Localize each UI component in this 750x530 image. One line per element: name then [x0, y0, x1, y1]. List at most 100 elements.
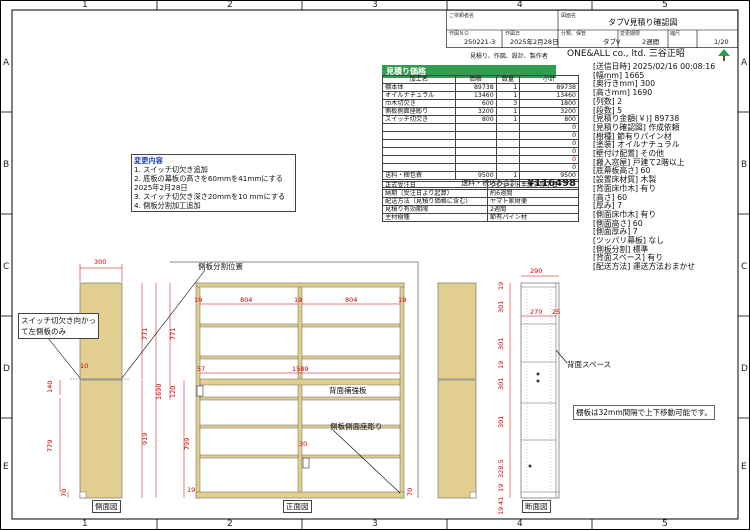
section-301c-dim: 301 [497, 378, 505, 390]
front-center-divider [297, 282, 303, 499]
spec-item: [底幕板高さ] 60 [593, 166, 651, 176]
shelf [301, 396, 401, 401]
title-block-lines [446, 10, 738, 48]
spec-item: [配送方法] 運送方法おまかせ [593, 262, 696, 272]
spec-item: [壁付け配置] その他 [593, 149, 664, 159]
side-low-dim: 779 [46, 440, 54, 452]
front-120-dim: 120 [169, 386, 177, 398]
category-label: 分類、保管 [561, 31, 587, 37]
spec-item: [側板分割] 標準 [593, 244, 649, 254]
grid-row-b-right: B [741, 160, 748, 170]
section-view: 290 270 25 19 301 301 19 301 301 328.5 1… [497, 267, 560, 515]
spec-item: [幅mm] 1665 [593, 70, 645, 80]
side-view: 300 1690 771 919 140 779 10 70 [46, 258, 163, 499]
section-25-dim: 25 [552, 308, 560, 316]
front-70-dim: 70 [406, 488, 414, 496]
front-19b-dim: 19 [294, 296, 302, 304]
section-view-label: 断面図 [522, 500, 551, 513]
shelf [199, 396, 299, 401]
grid-row-b: B [3, 160, 10, 170]
section-301a-dim: 301 [497, 301, 505, 313]
switch-note: スイッチ切欠き向かっ て左側板のみ [18, 313, 99, 339]
cell: 節有パイン材 [487, 213, 579, 222]
switch-cutout [196, 385, 204, 397]
scale: 1/20 [714, 38, 729, 46]
grid-row-c: C [3, 262, 10, 272]
front-19d-dim: 19 [187, 486, 195, 494]
order-no-label: 作図ＮＯ [449, 31, 470, 37]
section-outline [520, 282, 560, 499]
shelf [199, 424, 299, 429]
spec-item: [ツッパリ幕板] なし [593, 236, 664, 246]
section-270-dim: 270 [530, 308, 542, 316]
right-side-panel-lower [437, 379, 477, 499]
spec-item: [見積り金額(￥)] 89738 [593, 114, 680, 124]
change-item: 4. 側板分割加工追加 [134, 201, 201, 210]
spec-item: [背面スペース] 有り [593, 253, 664, 263]
customer-label: ご依頼者名 [449, 13, 475, 19]
front-view: 19 804 19 804 19 1589 57 771 120 799 30 … [169, 261, 477, 499]
change-item: 1. スイッチ切欠き追加 [134, 165, 208, 174]
section-328-dim: 328.5 [497, 459, 505, 478]
side-groove-label: 側板側面座彫り [330, 422, 383, 431]
company-name: ONE&ALL co., ltd. 三谷正昭 [567, 49, 685, 59]
shelf [199, 323, 299, 328]
drawing-name: タブV見積り確認図 [608, 18, 678, 27]
front-804b-dim: 804 [345, 296, 357, 304]
grid-row-d: D [3, 364, 10, 374]
grid-row-a-right: A [741, 58, 748, 68]
shelf [199, 454, 299, 459]
back-rail-label: 背面補強板 [329, 385, 367, 396]
spec-list: [送信日時] 2025/02/16 00:08:16 [幅mm] 1665 [奥… [593, 62, 716, 272]
date-label: 作図日 [505, 31, 521, 37]
spec-item: [高さmm] 1690 [593, 88, 653, 98]
category: タブV [603, 38, 621, 46]
front-1589-dim: 1589 [292, 365, 309, 373]
switch-marker [528, 464, 532, 468]
grid-col-5: 5 [662, 0, 668, 10]
side-view-label: 側面図 [92, 500, 121, 513]
spec-item: [設置床材質] 木製 [593, 175, 657, 185]
grid-col-3-bottom: 3 [372, 519, 378, 529]
front-19c-dim: 19 [398, 296, 406, 304]
side-panel-lower [79, 379, 123, 499]
spec-item: [側面床巾木] 有り [593, 209, 657, 219]
switch-note-line: て左側板のみ [21, 327, 66, 336]
right-side-panel-upper [437, 282, 477, 380]
section-19d-dim: 19 [497, 507, 505, 515]
grid-col-4-bottom: 4 [517, 519, 523, 529]
spec-item: [列数] 2 [593, 96, 623, 106]
shelf [301, 355, 401, 360]
section-19b-dim: 19 [497, 361, 505, 369]
spec-item: [塗装] オイルナチュラル [593, 140, 680, 150]
grid-row-e: E [3, 462, 9, 472]
side-lower-dim: 919 [141, 433, 149, 445]
spec-item: [側面高さ] 60 [593, 218, 643, 228]
table-row: 主材樹種節有パイン材 [382, 213, 579, 222]
spec-item: [背面床巾木] 有り [593, 183, 657, 193]
grid-row-a: A [3, 58, 10, 68]
side-10-dim: 10 [80, 362, 88, 370]
front-right-side [399, 282, 405, 499]
section-19a-dim: 19 [497, 282, 505, 290]
spec-item: [段数] 5 [593, 105, 623, 115]
front-771-dim: 771 [169, 328, 177, 340]
side-total-dim: 1690 [155, 383, 163, 400]
shelf [199, 355, 299, 360]
grid-col-1: 1 [82, 0, 88, 10]
section-290-dim: 290 [530, 267, 542, 275]
spec-item: [送信日時] 2025/02/16 00:08:16 [593, 62, 716, 71]
front-804a-dim: 804 [240, 296, 252, 304]
change-log: 変更内容 1. スイッチ切欠き追加 2. 底板の幕板の高さを60mmを41mmに… [131, 154, 296, 212]
change-item: 2. 底板の幕板の高さを60mmを41mmにする [134, 174, 283, 183]
spec-item: [側面厚み] 7 [593, 227, 638, 237]
estimate-header: 見積り価格 [382, 65, 556, 78]
spec-item: [厚み] 7 [593, 201, 623, 211]
side-width-dim: 300 [94, 258, 106, 266]
grid-col-3: 3 [372, 0, 378, 10]
section-301b-dim: 301 [497, 338, 505, 350]
drawing-name-label: 図面名 [561, 13, 577, 19]
change-log-title: 変更内容 [134, 156, 163, 165]
